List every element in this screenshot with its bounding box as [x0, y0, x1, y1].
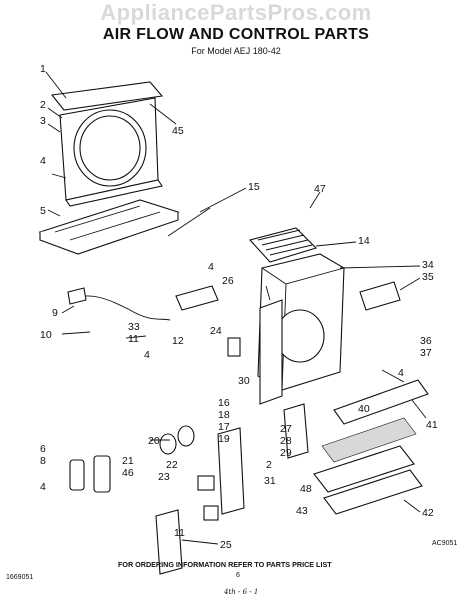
part-label: 9 [52, 307, 58, 319]
part-label: 28 [280, 435, 292, 447]
part-label: 35 [422, 271, 434, 283]
part-label: 21 [122, 455, 134, 467]
part-label: 47 [314, 183, 326, 195]
part-label: 30 [238, 375, 250, 387]
part-label: 22 [166, 459, 178, 471]
part-label: 3 [40, 115, 46, 127]
part-label: 4 [208, 261, 214, 273]
part-label: 5 [40, 205, 46, 217]
part-label: 4 [398, 367, 404, 379]
part-label-group: 1 2 3 4 5 45 15 47 14 34 35 4 26 9 10 33… [40, 63, 438, 551]
part-label: 20 [148, 435, 160, 447]
part-label: 41 [426, 419, 438, 431]
part-label: 23 [158, 471, 170, 483]
part-label: 2 [40, 99, 46, 111]
part-label: 17 [218, 421, 230, 433]
part-label: 16 [218, 397, 230, 409]
page-title: AIR FLOW AND CONTROL PARTS [102, 26, 370, 43]
part-label: 43 [296, 505, 308, 517]
footer-right-code: AC9051 [432, 540, 458, 547]
part-label: 48 [300, 483, 312, 495]
housing-drawing [257, 253, 345, 405]
part-label: 27 [280, 423, 292, 435]
part-label: 14 [358, 235, 370, 247]
part-label: 15 [248, 181, 260, 193]
part-label: 33 [128, 321, 140, 333]
part-label: 36 [420, 335, 432, 347]
part-label: 6 [40, 443, 46, 455]
part-label: 19 [218, 433, 230, 445]
watermark: AppliancePartsPros.com [100, 0, 372, 25]
front-panel-drawing [50, 81, 164, 207]
part-label: 11 [128, 333, 139, 345]
part-label: 40 [358, 403, 370, 415]
part-label: 34 [422, 259, 434, 271]
part-label: 4 [144, 349, 150, 361]
part-label: 26 [222, 275, 234, 287]
part-label: 31 [264, 475, 276, 487]
part-label: 42 [422, 507, 434, 519]
part-label: 10 [40, 329, 52, 341]
part-label: 29 [280, 447, 292, 459]
part-label: 25 [220, 539, 232, 551]
footer-left-code: 1669051 [6, 574, 34, 581]
part-label: 11 [174, 527, 185, 539]
part-label: 8 [40, 455, 46, 467]
part-label: 12 [172, 335, 184, 347]
part-label: 4 [40, 155, 46, 167]
part-label: 24 [210, 325, 222, 337]
part-label: 45 [172, 125, 184, 137]
part-label: 46 [122, 467, 134, 479]
part-label: 37 [420, 347, 432, 359]
part-label: 4 [40, 481, 46, 493]
footer-handwriting: 4th - 6 - 1 [224, 588, 259, 596]
model-subtitle: For Model AEJ 180-42 [191, 46, 281, 56]
part-label: 18 [218, 409, 230, 421]
footer-page-number: 6 [236, 572, 240, 579]
part-label: 2 [266, 459, 272, 471]
base-pan-drawing [38, 199, 180, 255]
filter-drawing [248, 227, 318, 263]
footer-instruction: FOR ORDERING INFORMATION REFER TO PARTS … [118, 560, 332, 569]
part-label: 1 [40, 63, 46, 75]
